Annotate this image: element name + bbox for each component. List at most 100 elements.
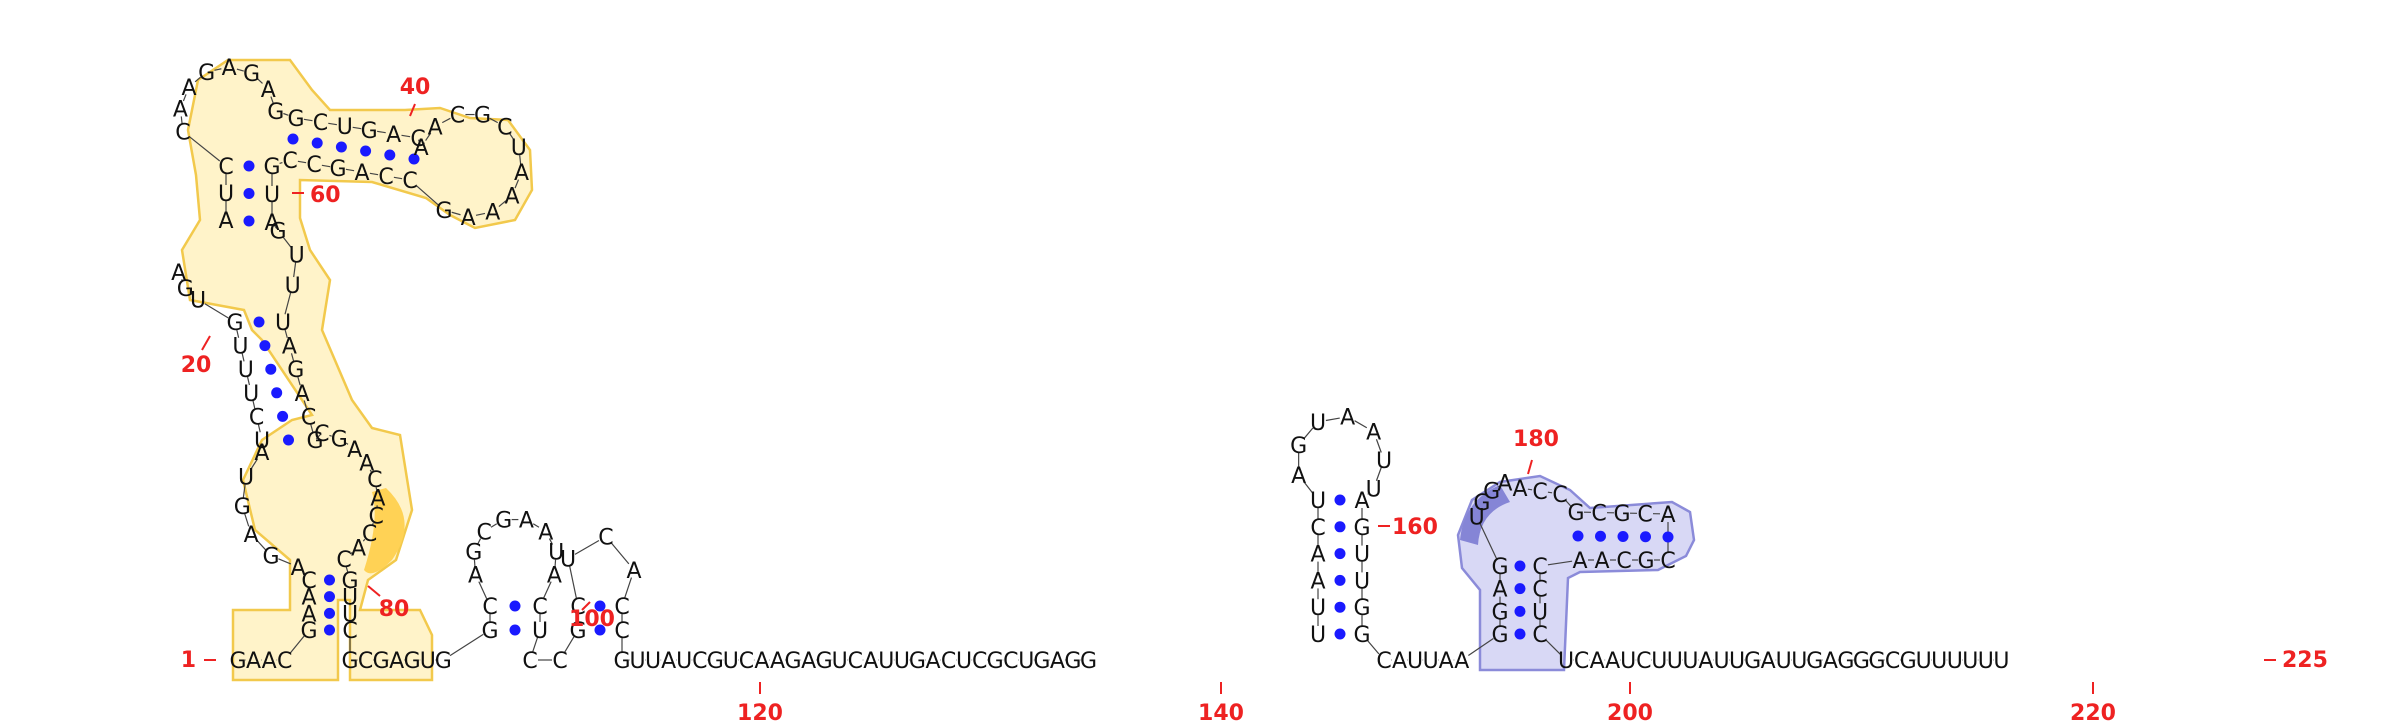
index-label-100: 100 [569, 607, 615, 632]
nucleotide-70: C [314, 422, 329, 447]
nucleotide-183: A [1660, 503, 1675, 528]
backbone-link [214, 68, 222, 71]
index-tick [201, 335, 211, 351]
nucleotide-35: G [287, 107, 304, 132]
backbone-link [1479, 523, 1498, 560]
base-pair-dot [408, 153, 420, 165]
base-pair-dot [1334, 601, 1346, 613]
nucleotide-2: A [246, 649, 261, 674]
nucleotide-61: G [269, 219, 286, 244]
backbone-link [297, 160, 307, 164]
index-label-225: 225 [2282, 648, 2328, 673]
nucleotide-90: G [435, 649, 452, 674]
nucleotide-216: U [1916, 649, 1932, 674]
nucleotide-185: G [1637, 549, 1654, 574]
base-pair-dot [594, 600, 606, 612]
backbone-link [236, 68, 244, 72]
nucleotide-94: G [465, 541, 482, 566]
backbone-link [290, 353, 295, 362]
nucleotide-41: A [414, 136, 429, 161]
base-pair-dot [324, 624, 335, 636]
backbone-link [554, 559, 557, 567]
nucleotide-166: A [1439, 649, 1454, 674]
nucleotide-78: A [351, 537, 366, 562]
nucleotide-23: A [171, 261, 186, 286]
backbone-link [519, 155, 522, 165]
backbone-link [359, 454, 363, 458]
base-pair-dot [509, 600, 521, 612]
nucleotide-43: C [450, 104, 465, 129]
index-label-180: 180 [1513, 427, 1559, 452]
backbone-link [329, 434, 332, 437]
base-pair-dot [271, 387, 283, 399]
nucleotide-142: G [1080, 649, 1097, 674]
nucleotide-161: G [1353, 623, 1370, 648]
nucleotide-77: C [362, 522, 377, 547]
index-label-120: 120 [737, 701, 783, 724]
nucleotide-110: C [614, 595, 629, 620]
nucleotide-82: U [342, 602, 358, 627]
nucleotide-100: A [547, 563, 562, 588]
nucleotide-156: A [1354, 489, 1369, 514]
backbone-link [449, 633, 484, 657]
nucleotide-180: C [1591, 502, 1606, 527]
backbone-link [489, 117, 499, 124]
backbone-link [401, 134, 411, 138]
backbone-link [278, 558, 292, 565]
nucleotide-190: C [1532, 578, 1547, 603]
nucleotide-5: G [300, 619, 317, 644]
nucleotide-48: A [505, 185, 520, 210]
nucleotide-182: C [1637, 503, 1652, 528]
backbone-link [1325, 417, 1340, 422]
backbone-link [478, 581, 488, 599]
nucleotide-200: U [1667, 649, 1683, 674]
nucleotide-46: U [511, 136, 527, 161]
backbone-link [623, 577, 633, 599]
base-pair-layer [243, 133, 1674, 640]
nucleotide-73: A [359, 452, 374, 477]
base-pair-dot [360, 145, 372, 157]
backbone-link [376, 130, 386, 134]
nucleotide-213: G [1868, 649, 1885, 674]
domain-1-accent [364, 488, 405, 574]
backbone-link [302, 572, 305, 575]
nucleotide-181: G [1613, 502, 1630, 527]
nucleotide-116: U [676, 649, 692, 674]
nucleotide-205: G [1744, 649, 1761, 674]
nucleotide-204: U [1729, 649, 1745, 674]
nucleotide-31: A [222, 56, 237, 81]
index-label-1: 1 [181, 648, 196, 673]
backbone-link [279, 161, 283, 165]
base-pair-dot [1640, 531, 1651, 543]
nucleotide-214: C [1885, 649, 1900, 674]
nucleotide-145: A [1310, 569, 1325, 594]
backbone-link [315, 433, 322, 440]
nucleotide-38: G [361, 119, 378, 144]
nucleotide-207: U [1776, 649, 1792, 674]
nucleotide-132: A [925, 649, 940, 674]
backbone-link [321, 164, 331, 168]
nucleotide-33: A [261, 78, 276, 103]
nucleotide-144: U [1310, 596, 1326, 621]
nucleotide-219: U [1962, 649, 1978, 674]
nucleotide-7: A [301, 586, 316, 611]
nucleotide-117: C [692, 649, 707, 674]
nucleotide-192: C [1532, 623, 1547, 648]
nucleotide-149: A [1291, 464, 1306, 489]
backbone-link [425, 132, 432, 141]
backbone-link [1375, 467, 1382, 481]
nucleotide-202: A [1698, 649, 1713, 674]
backbone-link [476, 538, 482, 545]
nucleotide-18: U [238, 358, 254, 383]
nucleotide-60: A [264, 211, 279, 236]
nucleotide-39: A [386, 123, 401, 148]
nucleotide-55: G [329, 157, 346, 182]
index-tick [409, 103, 416, 117]
backbone-link [1564, 499, 1572, 507]
base-pair-dot [1514, 560, 1526, 572]
nucleotide-147: C [1310, 516, 1325, 541]
nucleotide-52: C [402, 169, 417, 194]
nucleotide-69: G [306, 429, 323, 454]
nucleotide-40: C [410, 127, 425, 152]
